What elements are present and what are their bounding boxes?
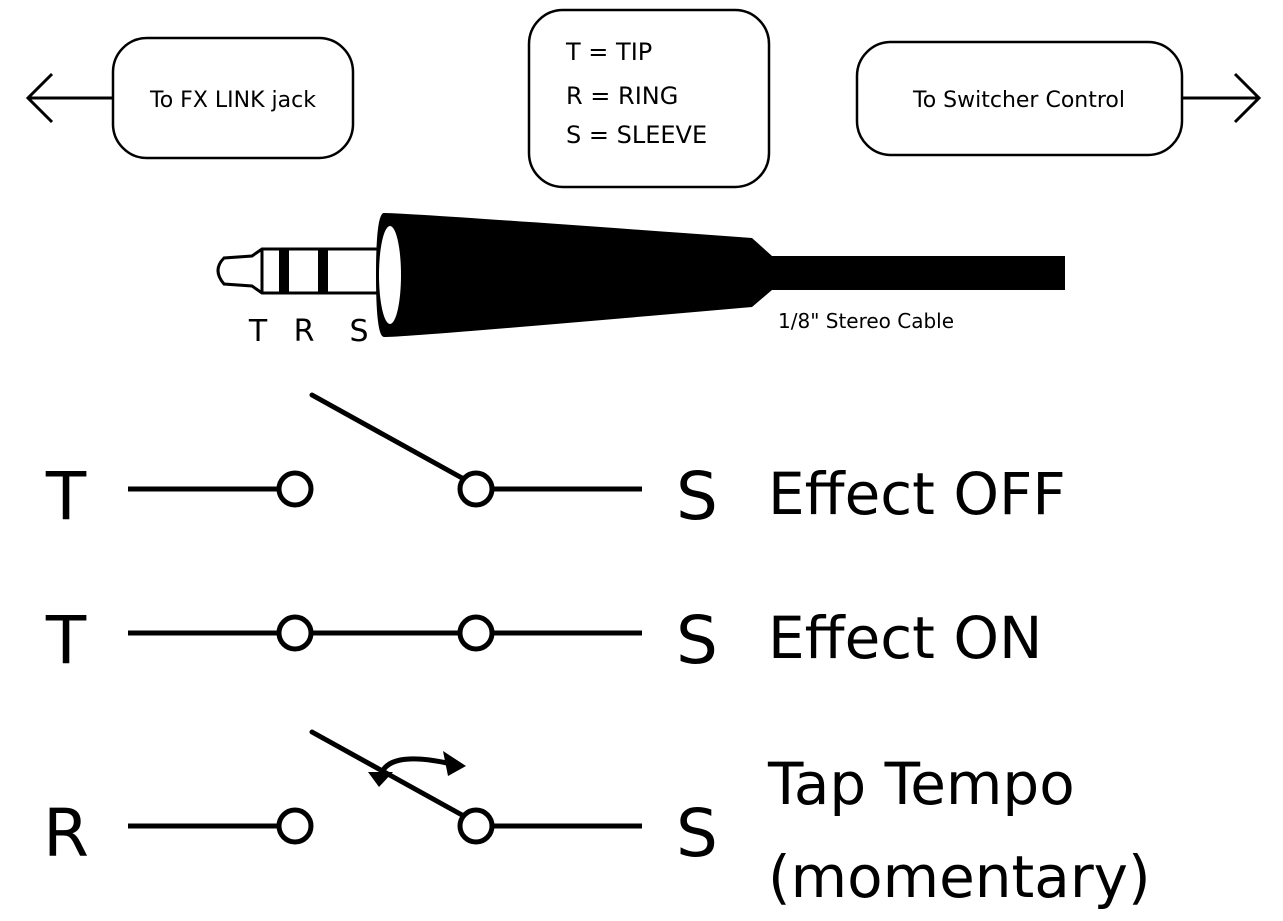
contact-right <box>457 614 495 652</box>
fx-link-box <box>111 36 355 160</box>
contact-left <box>276 470 314 508</box>
right-arrow-icon <box>1181 72 1262 124</box>
contact-left <box>276 807 314 845</box>
legend-tip: T = TIP <box>565 38 652 66</box>
fx-link-callout: To FX LINK jack <box>25 36 355 160</box>
trs-plug-icon <box>216 213 1065 337</box>
plug-tip <box>216 247 394 295</box>
row-state-label-line2: (momentary) <box>768 843 1151 911</box>
plug-body <box>376 213 1065 337</box>
contact-left <box>276 614 314 652</box>
plug-insulator-1 <box>279 250 289 292</box>
plug-label-r: R <box>294 314 315 349</box>
row-state-label: Effect OFF <box>768 460 1066 528</box>
row-right-terminal: S <box>676 602 718 679</box>
switcher-box <box>855 40 1184 157</box>
momentary-arrowhead-up <box>443 751 466 776</box>
contact-right <box>457 470 495 508</box>
plug-label-s: S <box>349 314 368 349</box>
legend-ring: R = RING <box>566 82 678 110</box>
contact-right <box>457 807 495 845</box>
switch-row-effect-off: T S Effect OFF <box>45 392 1066 535</box>
legend-sleeve: S = SLEEVE <box>566 121 707 149</box>
row-right-terminal: S <box>676 458 718 535</box>
plug-collar <box>379 226 401 324</box>
legend-box <box>527 8 771 189</box>
row-left-terminal: T <box>45 458 87 535</box>
plug-insulator-2 <box>318 250 328 292</box>
momentary-arrowhead-down <box>368 772 393 787</box>
row-left-terminal: R <box>43 795 89 872</box>
row-left-terminal: T <box>45 602 87 679</box>
switch-lever-open <box>309 392 465 481</box>
row-state-label-line1: Tap Tempo <box>767 750 1075 818</box>
switcher-label: To Switcher Control <box>912 88 1125 113</box>
left-arrow-icon <box>25 72 118 124</box>
fx-link-label: To FX LINK jack <box>149 88 316 113</box>
switcher-callout: To Switcher Control <box>855 40 1262 157</box>
legend-callout: T = TIP R = RING S = SLEEVE <box>527 8 771 189</box>
switch-row-tap-tempo: R S Tap Tempo (momentary) <box>43 729 1151 911</box>
cable-caption: 1/8" Stereo Cable <box>778 309 954 333</box>
row-state-label: Effect ON <box>768 604 1042 672</box>
plug-label-t: T <box>248 314 268 349</box>
row-right-terminal: S <box>676 795 718 872</box>
switch-row-effect-on: T S Effect ON <box>45 602 1043 679</box>
